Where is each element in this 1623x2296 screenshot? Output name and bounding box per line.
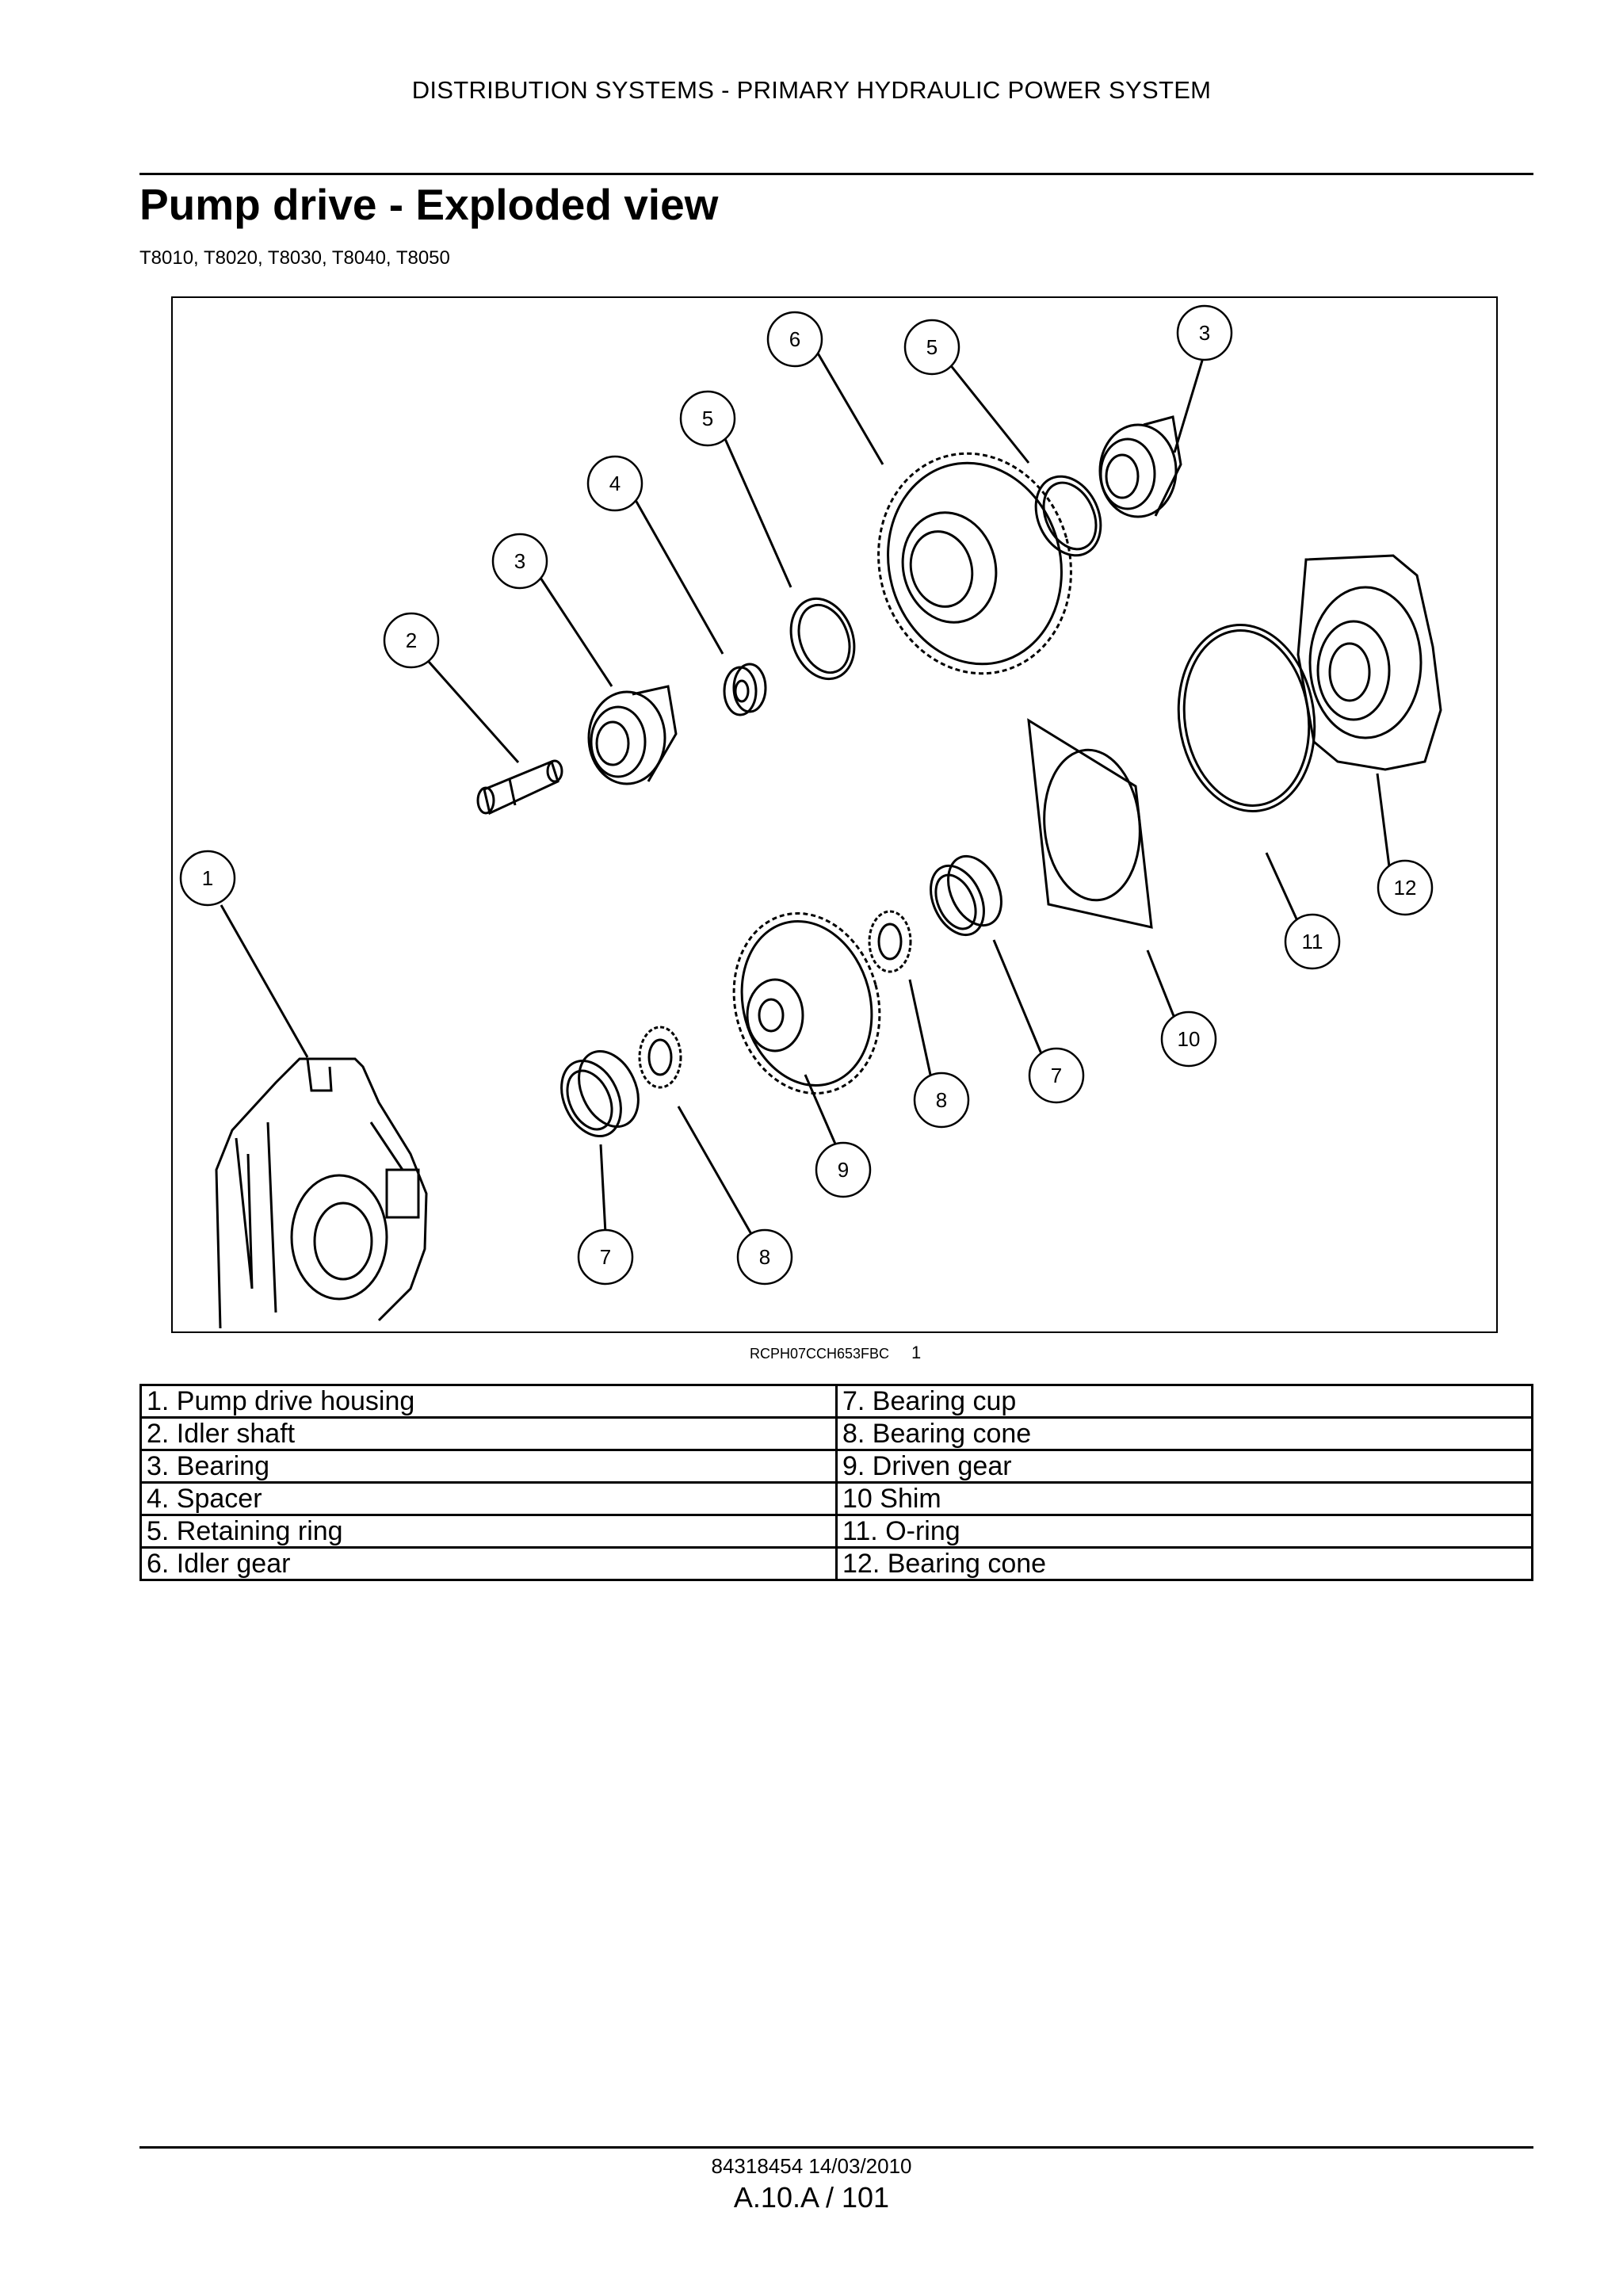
callout-7b: 7 [600, 1245, 611, 1269]
table-row: 4. Spacer 10 Shim [139, 1481, 1533, 1516]
callout-5b: 5 [926, 335, 938, 359]
legend-cell: 12. Bearing cone [835, 1546, 1533, 1581]
exploded-view-drawing: 1 2 3 4 5 6 5 3 12 11 10 7 8 9 7 8 [179, 304, 1442, 1329]
header-rule [139, 173, 1533, 175]
legend-cell: 7. Bearing cup [835, 1384, 1533, 1419]
footer-rule [139, 2146, 1533, 2149]
callout-1: 1 [202, 866, 213, 890]
legend-cell: 6. Idler gear [139, 1546, 838, 1581]
callout-8: 8 [936, 1088, 947, 1112]
callout-5: 5 [702, 407, 713, 430]
legend-cell: 3. Bearing [139, 1449, 838, 1484]
legend-cell: 4. Spacer [139, 1481, 838, 1516]
legend-cell: 11. O-ring [835, 1514, 1533, 1549]
callout-11: 11 [1302, 930, 1323, 953]
figure-reference: RCPH07CCH653FBC [750, 1346, 890, 1362]
callout-2: 2 [406, 628, 417, 652]
figure-number: 1 [911, 1343, 922, 1362]
page-number: A.10.A / 101 [733, 2181, 890, 2214]
table-row: 6. Idler gear 12. Bearing cone [139, 1546, 1533, 1581]
table-row: 2. Idler shaft 8. Bearing cone [139, 1416, 1533, 1451]
callout-3: 3 [514, 549, 525, 573]
table-row: 3. Bearing 9. Driven gear [139, 1449, 1533, 1484]
section-header: DISTRIBUTION SYSTEMS - PRIMARY HYDRAULIC… [411, 76, 1212, 104]
table-row: 5. Retaining ring 11. O-ring [139, 1514, 1533, 1549]
callout-9: 9 [838, 1158, 849, 1182]
legend-cell: 2. Idler shaft [139, 1416, 838, 1451]
model-list: T8010, T8020, T8030, T8040, T8050 [139, 247, 450, 269]
callout-12: 12 [1394, 876, 1417, 900]
callout-4: 4 [609, 472, 621, 495]
callout-7: 7 [1051, 1064, 1062, 1087]
exploded-view-figure: 1 2 3 4 5 6 5 3 12 11 10 7 8 9 7 8 [171, 296, 1498, 1333]
legend-cell: 10 Shim [835, 1481, 1533, 1516]
table-row: 1. Pump drive housing 7. Bearing cup [139, 1384, 1533, 1419]
parts-legend-table: 1. Pump drive housing 7. Bearing cup 2. … [139, 1384, 1533, 1581]
legend-cell: 5. Retaining ring [139, 1514, 838, 1549]
legend-cell: 8. Bearing cone [835, 1416, 1533, 1451]
callout-8b: 8 [759, 1245, 770, 1269]
document-number-date: 84318454 14/03/2010 [711, 2154, 912, 2178]
callout-3b: 3 [1199, 321, 1210, 345]
legend-cell: 9. Driven gear [835, 1449, 1533, 1484]
callout-6: 6 [789, 327, 800, 351]
legend-cell: 1. Pump drive housing [139, 1384, 838, 1419]
callout-10: 10 [1178, 1027, 1201, 1051]
page-title: Pump drive - Exploded view [139, 180, 719, 229]
